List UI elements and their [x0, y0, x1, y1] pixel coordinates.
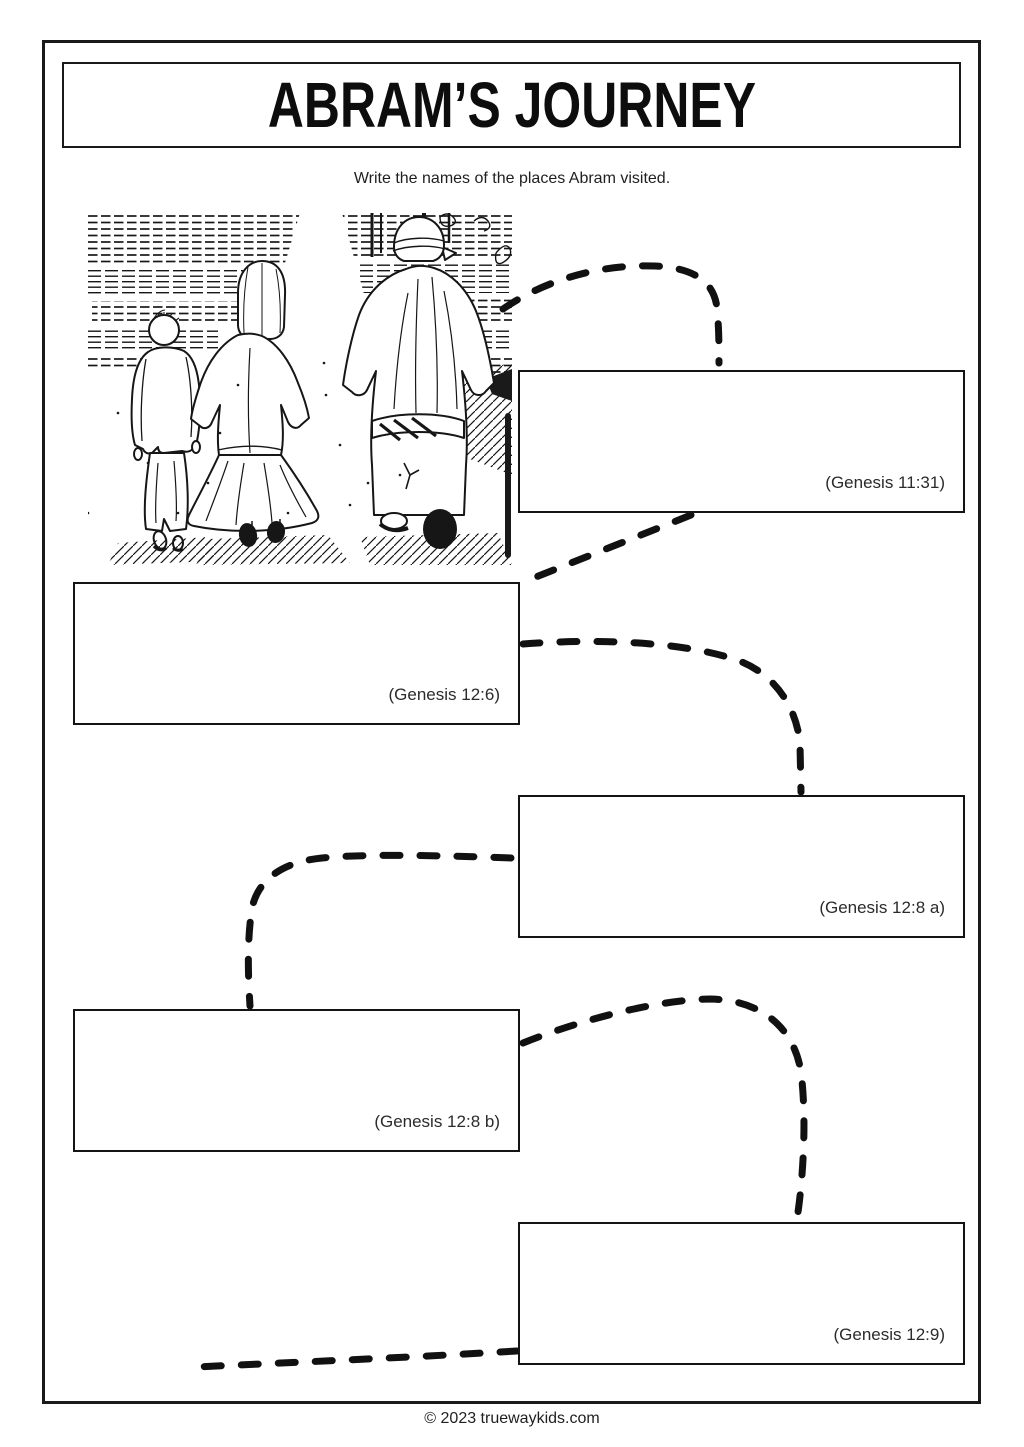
- reference-label-4: (Genesis 12:8 b): [374, 1112, 500, 1131]
- woman-figure: [186, 260, 320, 547]
- abram-family-illustration: [88, 213, 512, 565]
- boy-figure: [130, 309, 202, 552]
- ground-shadows: [88, 361, 512, 565]
- answer-box-5: (Genesis 12:9): [518, 1222, 965, 1365]
- page-title: ABRAM’S JOURNEY: [267, 69, 756, 141]
- reference-label-1: (Genesis 11:31): [825, 473, 945, 492]
- copyright-footer: © 2023 truewaykids.com: [424, 1410, 600, 1427]
- answer-box-4: (Genesis 12:8 b): [73, 1009, 520, 1152]
- title-box: ABRAM’S JOURNEY: [62, 62, 961, 148]
- answer-box-1: (Genesis 11:31): [518, 370, 965, 513]
- man-figure: [342, 216, 495, 549]
- page-border: [42, 40, 981, 1404]
- reference-label-2: (Genesis 12:6): [388, 685, 501, 704]
- reference-label-3: (Genesis 12:8 a): [819, 898, 945, 917]
- answer-box-3: (Genesis 12:8 a): [518, 795, 965, 938]
- reference-label-5: (Genesis 12:9): [833, 1325, 946, 1344]
- instruction-text: Write the names of the places Abram visi…: [353, 170, 671, 187]
- answer-box-2: (Genesis 12:6): [73, 582, 520, 725]
- light-shaft: [258, 213, 380, 353]
